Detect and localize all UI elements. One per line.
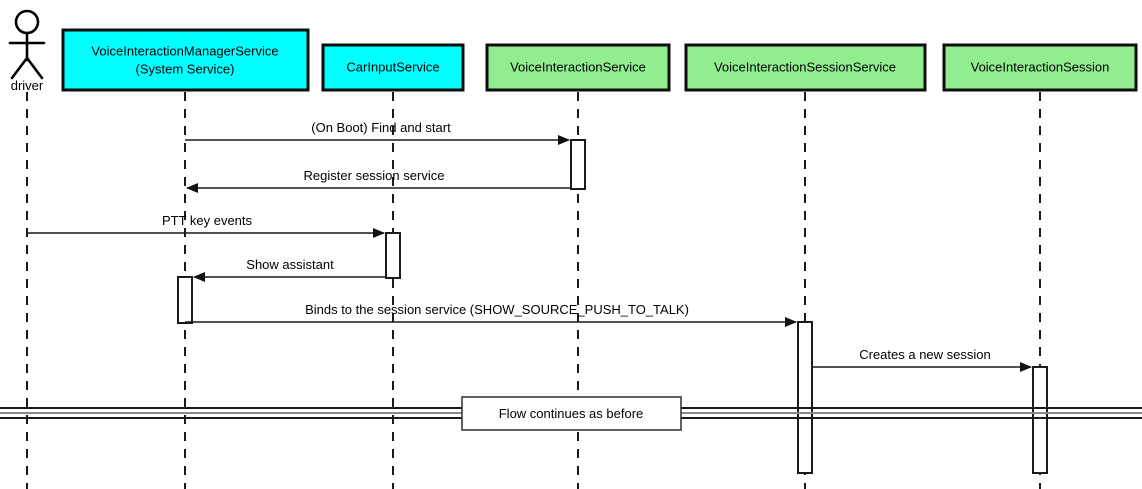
participant-visession-service[interactable]: VoiceInteractionSessionService (684, 43, 927, 92)
participant-vims-box[interactable] (61, 28, 310, 92)
message-register-session-service-label: Register session service (304, 168, 445, 183)
message-binds-to-session-service[interactable]: Binds to the session service (SHOW_SOURC… (185, 302, 797, 327)
participant-visession-service-box[interactable] (684, 43, 927, 92)
message-on-boot-find-and-start[interactable]: (On Boot) Find and start (185, 120, 570, 145)
participant-visession-box[interactable] (942, 43, 1138, 92)
participant-visession-label: VoiceInteractionSession (971, 59, 1110, 74)
actor-driver[interactable]: driver (8, 9, 46, 93)
activation-vims (177, 276, 193, 324)
participant-carinput-label: CarInputService (346, 59, 439, 74)
participant-visession-service-label: VoiceInteractionSessionService (714, 59, 896, 74)
participant-vis-label: VoiceInteractionService (510, 59, 646, 74)
participant-vis-box[interactable] (485, 43, 671, 92)
participant-vis[interactable]: VoiceInteractionService (485, 43, 671, 92)
actor-driver-label: driver (11, 78, 44, 93)
message-show-assistant[interactable]: Show assistant (193, 257, 386, 282)
message-ptt-key-events[interactable]: PTT key events (27, 213, 385, 238)
participant-vims-label-line1: VoiceInteractionManagerService (91, 43, 278, 58)
activation-vis (570, 139, 586, 190)
activations-group (177, 139, 1048, 474)
participant-vims[interactable]: VoiceInteractionManagerService (System S… (61, 28, 310, 92)
participant-carinput-box[interactable] (321, 43, 465, 92)
activation-visession (1032, 366, 1048, 474)
flow-divider[interactable]: Flow continues as before (0, 396, 1142, 431)
message-creates-a-new-session-label: Creates a new session (859, 347, 991, 362)
message-on-boot-find-and-start-label: (On Boot) Find and start (311, 120, 451, 135)
participant-carinput[interactable]: CarInputService (321, 43, 465, 92)
activation-visession-service (797, 321, 813, 474)
actor-head-icon (14, 9, 40, 35)
message-ptt-key-events-label: PTT key events (162, 213, 253, 228)
messages-group: (On Boot) Find and start Register sessio… (27, 120, 1032, 372)
message-show-assistant-label: Show assistant (246, 257, 334, 272)
message-register-session-service[interactable]: Register session service (186, 168, 571, 193)
actor-leg-left-icon (10, 56, 29, 80)
message-creates-a-new-session[interactable]: Creates a new session (812, 347, 1032, 372)
participant-visession[interactable]: VoiceInteractionSession (942, 43, 1138, 92)
divider-note-label: Flow continues as before (499, 406, 644, 421)
divider-note-box[interactable] (461, 396, 682, 431)
message-binds-to-session-service-label: Binds to the session service (SHOW_SOURC… (305, 302, 689, 317)
activation-carinput (385, 232, 401, 279)
participant-vims-label-line2: (System Service) (136, 61, 235, 76)
actor-leg-right-icon (25, 56, 44, 80)
participant-boxes-group: VoiceInteractionManagerService (System S… (61, 28, 1138, 92)
